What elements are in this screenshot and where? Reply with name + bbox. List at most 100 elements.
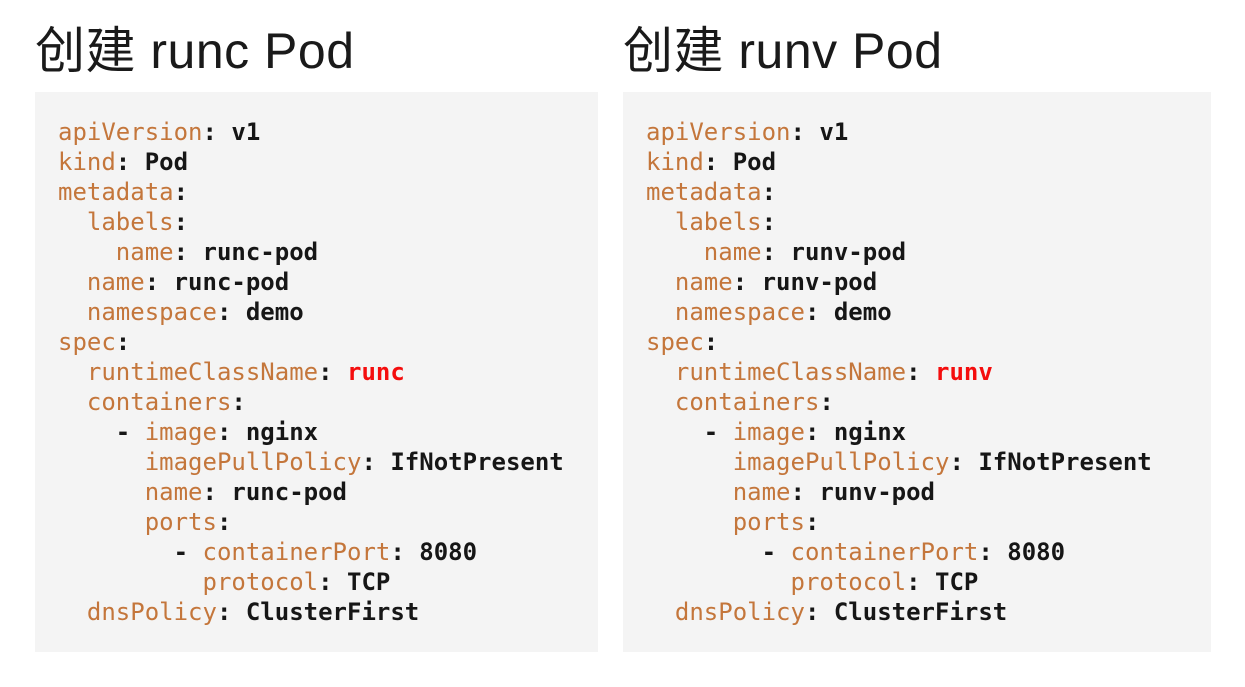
- yaml-colon: :: [144, 268, 160, 296]
- yaml-colon: :: [216, 418, 232, 446]
- yaml-colon: :: [202, 118, 217, 146]
- yaml-key: name: [732, 478, 791, 506]
- yaml-indent: [58, 298, 87, 326]
- yaml-colon: :: [906, 568, 921, 596]
- yaml-colon: :: [216, 508, 232, 536]
- code-line: containers:: [646, 387, 1193, 417]
- code-line: dnsPolicy: ClusterFirst: [646, 597, 1193, 627]
- yaml-indent: [646, 538, 762, 566]
- yaml-colon: :: [761, 208, 777, 236]
- yaml-value: v1: [804, 118, 849, 146]
- code-line: ports:: [646, 507, 1193, 537]
- yaml-colon: :: [115, 328, 131, 356]
- yaml-list-dash: -: [761, 538, 791, 566]
- yaml-indent: [646, 448, 733, 476]
- code-line: spec:: [58, 327, 580, 357]
- yaml-value: runv-pod: [804, 478, 935, 506]
- yaml-indent: [646, 298, 675, 326]
- yaml-indent: [646, 478, 733, 506]
- yaml-value: 8080: [404, 538, 478, 566]
- yaml-key: kind: [58, 148, 116, 176]
- yaml-key: ports: [732, 508, 805, 536]
- yaml-key: image: [732, 418, 805, 446]
- yaml-value: IfNotPresent: [375, 448, 564, 476]
- yaml-key: apiVersion: [58, 118, 203, 146]
- yaml-key: ports: [144, 508, 217, 536]
- yaml-colon: :: [390, 538, 405, 566]
- yaml-colon: :: [804, 508, 820, 536]
- code-line: name: runv-pod: [646, 237, 1193, 267]
- yaml-key: imagePullPolicy: [144, 448, 362, 476]
- yaml-value: TCP: [920, 568, 979, 596]
- yaml-colon: :: [115, 148, 131, 176]
- yaml-colon: :: [703, 148, 719, 176]
- yaml-indent: [646, 238, 704, 266]
- yaml-colon: :: [761, 178, 777, 206]
- yaml-value: nginx: [819, 418, 907, 446]
- yaml-colon: :: [231, 388, 246, 416]
- code-line: name: runc-pod: [58, 267, 580, 297]
- yaml-indent: [58, 568, 203, 596]
- yaml-key: protocol: [202, 568, 319, 596]
- yaml-key: namespace: [674, 298, 805, 326]
- yaml-colon: :: [906, 358, 921, 386]
- code-line: name: runv-pod: [646, 477, 1193, 507]
- yaml-indent: [58, 598, 87, 626]
- yaml-colon: :: [761, 238, 777, 266]
- yaml-value: demo: [231, 298, 304, 326]
- code-line: protocol: TCP: [58, 567, 580, 597]
- yaml-key: name: [115, 238, 174, 266]
- yaml-key: metadata: [646, 178, 762, 206]
- code-line: runtimeClassName: runv: [646, 357, 1193, 387]
- runc-panel-title: 创建 runc Pod: [35, 23, 355, 79]
- yaml-indent: [646, 208, 675, 236]
- yaml-key: protocol: [790, 568, 907, 596]
- code-line: imagePullPolicy: IfNotPresent: [646, 447, 1193, 477]
- yaml-indent: [58, 538, 174, 566]
- code-line: dnsPolicy: ClusterFirst: [58, 597, 580, 627]
- yaml-value: runc-pod: [188, 238, 319, 266]
- yaml-key: name: [703, 238, 762, 266]
- yaml-colon: :: [804, 418, 820, 446]
- yaml-value: Pod: [718, 148, 777, 176]
- yaml-key: name: [86, 268, 145, 296]
- code-line: apiVersion: v1: [646, 117, 1193, 147]
- yaml-list-dash: -: [703, 418, 733, 446]
- code-line: labels:: [58, 207, 580, 237]
- yaml-value: Pod: [130, 148, 189, 176]
- code-line: kind: Pod: [646, 147, 1193, 177]
- yaml-indent: [58, 358, 87, 386]
- yaml-colon: :: [978, 538, 993, 566]
- yaml-key: runtimeClassName: [86, 358, 319, 386]
- yaml-indent: [646, 268, 675, 296]
- yaml-colon: :: [949, 448, 964, 476]
- yaml-colon: :: [361, 448, 376, 476]
- code-line: - image: nginx: [58, 417, 580, 447]
- yaml-list-dash: -: [115, 418, 145, 446]
- runv-panel-title: 创建 runv Pod: [623, 23, 943, 79]
- yaml-key: name: [144, 478, 203, 506]
- yaml-value: runc-pod: [159, 268, 290, 296]
- yaml-colon: :: [703, 328, 719, 356]
- yaml-key: image: [144, 418, 217, 446]
- yaml-colon: :: [732, 268, 748, 296]
- yaml-value: TCP: [332, 568, 391, 596]
- yaml-colon: :: [318, 568, 333, 596]
- code-line: containers:: [58, 387, 580, 417]
- yaml-value-highlighted: runc: [332, 358, 405, 386]
- code-line: metadata:: [58, 177, 580, 207]
- yaml-key: containerPort: [202, 538, 391, 566]
- yaml-indent: [58, 388, 87, 416]
- yaml-value: ClusterFirst: [819, 598, 1008, 626]
- yaml-list-dash: -: [173, 538, 203, 566]
- code-line: - image: nginx: [646, 417, 1193, 447]
- yaml-key: runtimeClassName: [674, 358, 907, 386]
- yaml-indent: [58, 478, 145, 506]
- yaml-indent: [646, 568, 791, 596]
- yaml-value: nginx: [231, 418, 319, 446]
- yaml-colon: :: [202, 478, 217, 506]
